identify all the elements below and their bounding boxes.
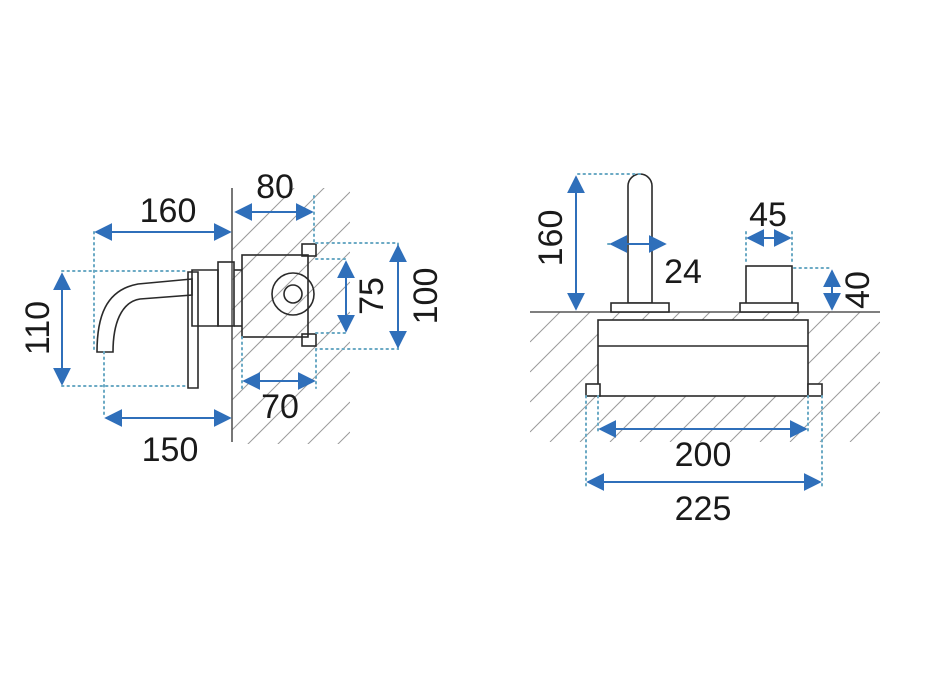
label-70: 70 bbox=[261, 388, 299, 426]
label-80: 80 bbox=[256, 168, 294, 206]
label-200: 200 bbox=[675, 436, 732, 474]
side-dimension-lines bbox=[53, 203, 407, 427]
label-160-side: 160 bbox=[140, 192, 197, 230]
mixer-body bbox=[241, 254, 309, 338]
cartridge-inner bbox=[283, 284, 303, 304]
body-tab-left bbox=[585, 383, 601, 397]
side-view: 160 80 110 75 100 70 150 bbox=[19, 168, 445, 469]
front-faucet bbox=[585, 173, 823, 397]
label-110: 110 bbox=[19, 301, 57, 355]
cartridge-outer bbox=[271, 272, 315, 316]
handle-knob bbox=[745, 265, 793, 305]
label-75: 75 bbox=[353, 277, 391, 315]
label-24: 24 bbox=[664, 253, 702, 291]
spout-base bbox=[610, 302, 670, 313]
front-view: 160 45 24 40 200 225 bbox=[530, 173, 880, 528]
label-100: 100 bbox=[407, 268, 445, 325]
label-160-front: 160 bbox=[532, 210, 570, 267]
front-extension-lines bbox=[577, 173, 833, 487]
label-40: 40 bbox=[839, 271, 877, 309]
spout-front bbox=[627, 173, 653, 304]
mount-tab-bottom bbox=[301, 333, 317, 347]
front-dimension-lines bbox=[567, 175, 841, 491]
concealed-body bbox=[597, 319, 809, 397]
side-faucet bbox=[96, 243, 317, 389]
label-225: 225 bbox=[675, 490, 732, 528]
body-tab-right bbox=[807, 383, 823, 397]
lever-handle bbox=[187, 271, 199, 389]
handle-base bbox=[739, 302, 799, 313]
side-dimension-labels: 160 80 110 75 100 70 150 bbox=[19, 168, 445, 469]
label-150: 150 bbox=[142, 431, 199, 469]
wall-flange bbox=[217, 261, 235, 327]
label-45: 45 bbox=[749, 196, 787, 234]
handle-collar bbox=[191, 269, 219, 327]
spout bbox=[96, 278, 193, 353]
front-dimension-labels: 160 45 24 40 200 225 bbox=[532, 196, 877, 528]
mount-tab-top bbox=[301, 243, 317, 257]
side-extension-lines bbox=[61, 195, 399, 417]
